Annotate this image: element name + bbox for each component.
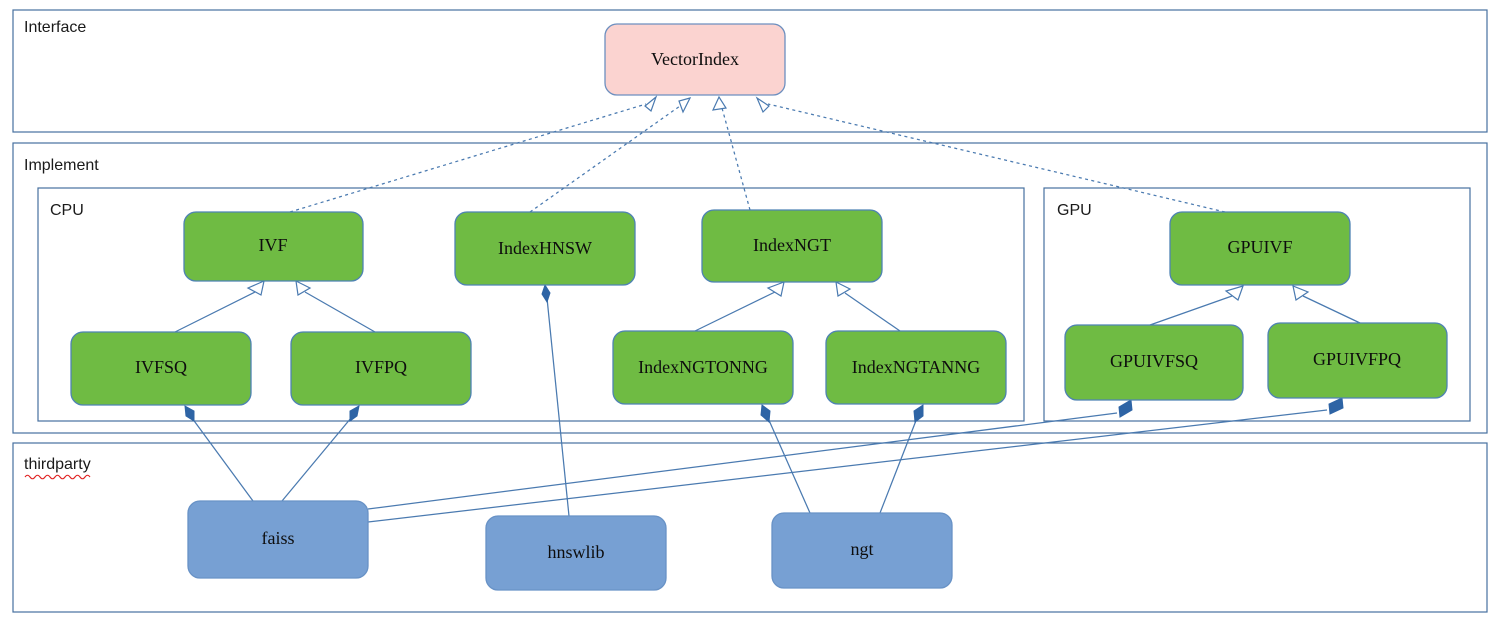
hollow-triangle-arrowhead <box>644 95 658 113</box>
node-indexngtonng-label: IndexNGTONNG <box>638 357 768 377</box>
hollow-triangle-arrowhead <box>1292 285 1310 301</box>
spellcheck-squiggle-icon <box>24 474 91 480</box>
hollow-triangle-arrowhead <box>835 280 852 297</box>
edge-group-realizations <box>289 95 1226 213</box>
node-indexngtonng-box[interactable] <box>612 330 794 405</box>
edge-group-compositions <box>184 283 1344 523</box>
package-gpu-label: GPU <box>1057 202 1092 219</box>
node-faiss-label: faiss <box>262 528 295 548</box>
edge-gpuivfsq-to-gpuivf <box>1149 285 1244 326</box>
node-vectorindex-label: VectorIndex <box>651 49 739 69</box>
solid-diamond-arrowhead <box>1118 399 1133 418</box>
node-ivfpq-label: IVFPQ <box>355 357 407 377</box>
hollow-triangle-arrowhead <box>295 279 312 296</box>
node-indexngtanng-label: IndexNGTANNG <box>852 357 981 377</box>
package-implement-label: Implement <box>24 157 99 174</box>
edge-group-generalizations <box>174 279 1361 333</box>
solid-diamond-arrowhead <box>760 404 771 424</box>
node-gpuivfpq[interactable]: GPUIVFPQ <box>1267 322 1448 399</box>
package-interface-label: Interface <box>24 19 86 36</box>
node-vectorindex-box[interactable] <box>604 23 786 96</box>
node-ivf[interactable]: IVF <box>183 211 364 282</box>
node-indexngt-label: IndexNGT <box>753 235 831 255</box>
node-indexhnsw-box[interactable] <box>454 211 636 286</box>
hollow-triangle-arrowhead <box>1224 285 1244 301</box>
edge-faiss-to-ivfsq <box>184 405 254 502</box>
node-ivf-box[interactable] <box>183 211 364 282</box>
hollow-triangle-arrowhead <box>766 281 785 297</box>
package-cpu-label: CPU <box>50 202 84 219</box>
node-gpuivfsq-box[interactable] <box>1064 324 1244 401</box>
node-gpuivf-box[interactable] <box>1169 211 1351 286</box>
edge-indexngtanng-to-indexngt <box>835 280 901 332</box>
node-ngt[interactable]: ngt <box>771 512 953 589</box>
solid-diamond-arrowhead <box>541 283 551 304</box>
node-ivfsq-box[interactable] <box>70 331 252 406</box>
node-gpuivfpq-box[interactable] <box>1267 322 1448 399</box>
node-hnswlib[interactable]: hnswlib <box>485 515 667 591</box>
edge-faiss-to-gpuivfpq <box>367 397 1344 523</box>
node-hnswlib-box[interactable] <box>485 515 667 591</box>
node-indexngtanng-box[interactable] <box>825 330 1007 405</box>
node-gpuivf[interactable]: GPUIVF <box>1169 211 1351 286</box>
edge-gpuivf-to-vectorindex <box>755 96 1226 213</box>
node-ngt-box[interactable] <box>771 512 953 589</box>
solid-diamond-arrowhead <box>349 405 360 422</box>
node-ivfsq[interactable]: IVFSQ <box>70 331 252 406</box>
solid-diamond-arrowhead <box>913 404 924 423</box>
node-faiss[interactable]: faiss <box>187 500 369 579</box>
node-ngt-label: ngt <box>850 539 873 559</box>
node-ivfpq-box[interactable] <box>290 331 472 406</box>
solid-diamond-arrowhead <box>1328 397 1344 415</box>
edge-ivfpq-to-ivf <box>295 279 376 333</box>
node-indexngt[interactable]: IndexNGT <box>701 209 883 283</box>
node-hnswlib-label: hnswlib <box>547 542 604 562</box>
edge-gpuivfpq-to-gpuivf <box>1292 285 1361 324</box>
node-indexngt-box[interactable] <box>701 209 883 283</box>
hollow-triangle-arrowhead <box>678 97 692 114</box>
node-ivfsq-label: IVFSQ <box>135 357 187 377</box>
node-indexhnsw[interactable]: IndexHNSW <box>454 211 636 286</box>
node-ivfpq[interactable]: IVFPQ <box>290 331 472 406</box>
hollow-triangle-arrowhead <box>711 95 727 111</box>
hollow-triangle-arrowhead <box>755 96 770 114</box>
edge-faiss-to-gpuivfsq <box>367 399 1133 510</box>
node-gpuivfsq-label: GPUIVFSQ <box>1110 351 1198 371</box>
edge-ivf-to-vectorindex <box>289 95 658 213</box>
solid-diamond-arrowhead <box>184 405 195 422</box>
edge-ngt-to-indexngtanng <box>879 404 924 514</box>
package-thirdparty-label: thirdparty <box>24 456 91 473</box>
node-gpuivfsq[interactable]: GPUIVFSQ <box>1064 324 1244 401</box>
node-faiss-box[interactable] <box>187 500 369 579</box>
edge-ivfsq-to-ivf <box>174 279 265 333</box>
edge-faiss-to-ivfpq <box>281 405 360 502</box>
edge-indexhnsw-to-vectorindex <box>529 97 692 213</box>
edge-hnswlib-to-indexhnsw <box>541 283 570 517</box>
node-indexngtanng[interactable]: IndexNGTANNG <box>825 330 1007 405</box>
edge-indexngtonng-to-indexngt <box>694 281 785 332</box>
node-indexhnsw-label: IndexHNSW <box>498 238 592 258</box>
node-vectorindex[interactable]: VectorIndex <box>604 23 786 96</box>
node-indexngtonng[interactable]: IndexNGTONNG <box>612 330 794 405</box>
node-gpuivf-label: GPUIVF <box>1227 237 1292 257</box>
node-ivf-label: IVF <box>258 235 287 255</box>
edge-indexngt-to-vectorindex <box>711 95 751 211</box>
node-gpuivfpq-label: GPUIVFPQ <box>1313 349 1401 369</box>
hollow-triangle-arrowhead <box>246 279 265 296</box>
edge-ngt-to-indexngtonng <box>760 404 811 514</box>
